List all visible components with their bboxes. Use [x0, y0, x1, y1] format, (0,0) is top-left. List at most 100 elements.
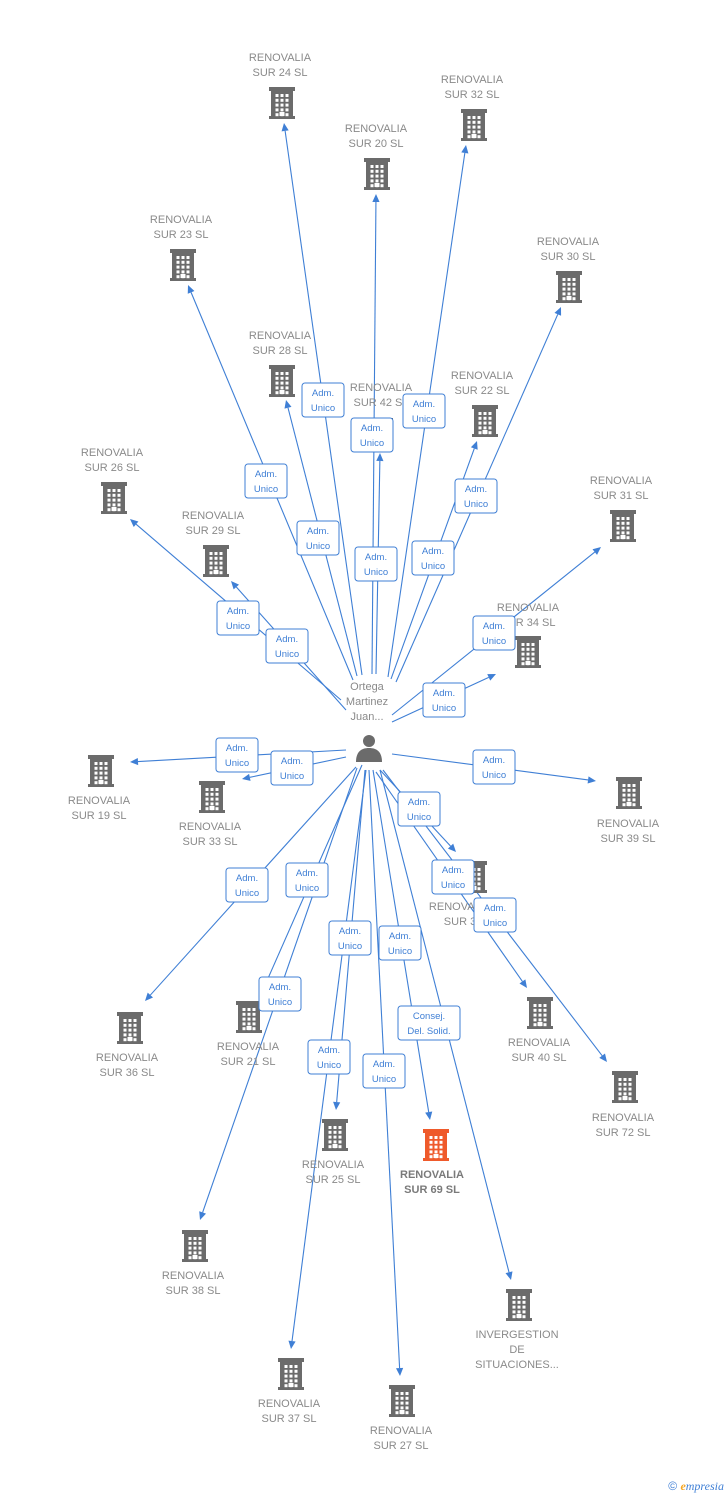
- node-sur27[interactable]: RENOVALIA SUR 27 SL: [370, 1385, 433, 1452]
- role-label: Adm.: [318, 1045, 340, 1056]
- role-label: Unico: [432, 703, 456, 714]
- building-icon[interactable]: [616, 777, 642, 809]
- arrow-head-icon: [587, 776, 596, 784]
- node-label-line: SUR 21 SL: [220, 1056, 275, 1068]
- role-badge[interactable]: Adm.Unico: [265, 628, 309, 664]
- role-badge[interactable]: Adm.Unico: [402, 393, 446, 429]
- node-label-line: RENOVALIA: [370, 1425, 433, 1437]
- building-icon[interactable]: [556, 271, 582, 303]
- role-badge[interactable]: Adm.Unico: [285, 862, 329, 898]
- person-icon[interactable]: [356, 735, 382, 762]
- role-badge[interactable]: Adm.Unico: [472, 749, 516, 785]
- node-label-line: RENOVALIA: [150, 214, 213, 226]
- role-badge[interactable]: Adm.Unico: [244, 463, 288, 499]
- node-label-line: RENOVALIA: [592, 1112, 655, 1124]
- building-icon[interactable]: [461, 109, 487, 141]
- role-badge[interactable]: Adm.Unico: [258, 976, 302, 1012]
- role-label: Unico: [372, 1074, 396, 1085]
- building-icon[interactable]: [269, 365, 295, 397]
- role-badge[interactable]: Adm.Unico: [216, 600, 260, 636]
- role-badge[interactable]: Adm.Unico: [225, 867, 269, 903]
- building-icon[interactable]: [610, 510, 636, 542]
- role-badge[interactable]: Adm.Unico: [422, 682, 466, 718]
- building-icon[interactable]: [236, 1001, 262, 1033]
- role-badge[interactable]: Adm.Unico: [397, 791, 441, 827]
- building-icon[interactable]: [117, 1012, 143, 1044]
- building-icon[interactable]: [101, 482, 127, 514]
- building-icon[interactable]: [182, 1230, 208, 1262]
- role-badge[interactable]: Adm.Unico: [472, 615, 516, 651]
- role-badge[interactable]: Adm.Unico: [431, 859, 475, 895]
- node-label-line: SUR 19 SL: [71, 810, 126, 822]
- building-icon[interactable]: [527, 997, 553, 1029]
- role-badge-box: [422, 682, 466, 718]
- building-icon[interactable]: [612, 1071, 638, 1103]
- role-label: Adm.: [236, 873, 258, 884]
- role-badge[interactable]: Consej.Del. Solid.: [397, 1005, 461, 1041]
- role-badge[interactable]: Adm.Unico: [215, 737, 259, 773]
- node-label-line: RENOVALIA: [249, 330, 312, 342]
- building-icon[interactable]: [472, 405, 498, 437]
- role-label: Unico: [226, 621, 250, 632]
- building-icon[interactable]: [170, 249, 196, 281]
- role-badge[interactable]: Adm.Unico: [296, 520, 340, 556]
- building-icon[interactable]: [423, 1129, 449, 1161]
- building-icon[interactable]: [506, 1289, 532, 1321]
- role-badge[interactable]: Adm.Unico: [454, 478, 498, 514]
- role-badge[interactable]: Adm.Unico: [301, 382, 345, 418]
- role-badge[interactable]: Adm.Unico: [362, 1053, 406, 1089]
- node-label-line: SUR 27 SL: [373, 1440, 428, 1452]
- role-badge[interactable]: Adm.Unico: [270, 750, 314, 786]
- node-label-line: RENOVALIA: [597, 818, 660, 830]
- building-icon[interactable]: [322, 1119, 348, 1151]
- building-icon[interactable]: [269, 87, 295, 119]
- building-icon[interactable]: [389, 1385, 415, 1417]
- role-badge[interactable]: Adm.Unico: [378, 925, 422, 961]
- building-icon[interactable]: [199, 781, 225, 813]
- node-label-line: RENOVALIA: [508, 1037, 571, 1049]
- role-badge-box: [378, 925, 422, 961]
- building-icon[interactable]: [88, 755, 114, 787]
- role-badge[interactable]: Adm.Unico: [411, 540, 455, 576]
- role-label: Unico: [254, 484, 278, 495]
- building-icon[interactable]: [515, 636, 541, 668]
- role-badge[interactable]: Adm.Unico: [307, 1039, 351, 1075]
- arrow-head-icon: [284, 400, 292, 409]
- node-label-line: RENOVALIA: [249, 52, 312, 64]
- building-icon[interactable]: [278, 1358, 304, 1390]
- role-badge[interactable]: Adm.Unico: [350, 417, 394, 453]
- brand-logo[interactable]: © empresia: [668, 1479, 724, 1494]
- node-label-line: RENOVALIA: [302, 1159, 365, 1171]
- building-icon[interactable]: [364, 158, 390, 190]
- building-icon[interactable]: [203, 545, 229, 577]
- arrow-head-icon: [187, 285, 195, 294]
- role-badge[interactable]: Adm.Unico: [473, 897, 517, 933]
- role-badge-box: [285, 862, 329, 898]
- role-badge[interactable]: Adm.Unico: [328, 920, 372, 956]
- role-badge[interactable]: Adm.Unico: [354, 546, 398, 582]
